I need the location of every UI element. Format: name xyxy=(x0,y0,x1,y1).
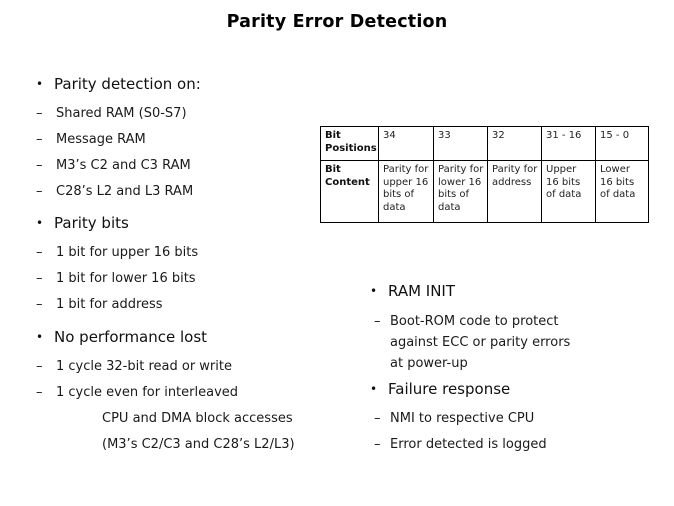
dash-icon: – xyxy=(36,271,43,286)
list-item: – Boot-ROM code to protect against ECC o… xyxy=(370,308,586,374)
page-title: Parity Error Detection xyxy=(226,12,448,32)
table-row-header: Bit Positions xyxy=(320,126,379,161)
section-parity-detection: • Parity detection on: – Shared RAM (S0-… xyxy=(36,74,201,205)
dash-icon: – xyxy=(374,314,381,329)
list-item: – Shared RAM (S0-S7) xyxy=(36,101,201,127)
bullet-heading: No performance lost xyxy=(54,328,208,346)
section-no-performance-lost: • No performance lost – 1 cycle 32-bit r… xyxy=(36,327,295,458)
dash-icon: – xyxy=(36,359,43,374)
list-item-text: C28’s L2 and L3 RAM xyxy=(56,184,194,199)
list-item: – NMI to respective CPU xyxy=(370,406,547,432)
list-item-text: 1 bit for address xyxy=(56,297,163,312)
dash-icon: – xyxy=(36,106,43,121)
sub-item-list: – 1 bit for upper 16 bits – 1 bit for lo… xyxy=(36,240,198,318)
section-ram-init: • RAM INIT – Boot-ROM code to protect ag… xyxy=(370,281,586,374)
bullet-heading-row: • Parity bits xyxy=(36,213,198,233)
section-failure-response: • Failure response – NMI to respective C… xyxy=(370,379,547,458)
table-cell: Parity for upper 16 bits of data xyxy=(378,160,434,223)
table-row: Bit Content Parity for upper 16 bits of … xyxy=(320,160,649,223)
table-row: Bit Positions 34 33 32 31 - 16 15 - 0 xyxy=(320,126,649,161)
continuation-line: (M3’s C2/C3 and C28’s L2/L3) xyxy=(102,437,295,452)
list-item-text: Boot-ROM code to protect against ECC or … xyxy=(390,314,571,371)
table-cell: Lower 16 bits of data xyxy=(595,160,649,223)
dash-icon: – xyxy=(36,132,43,147)
table-cell: 33 xyxy=(433,126,488,161)
table-cell: 31 - 16 xyxy=(541,126,596,161)
list-item: – Error detected is logged xyxy=(370,432,547,458)
continuation-line: CPU and DMA block accesses xyxy=(102,411,293,426)
list-item: – M3’s C2 and C3 RAM xyxy=(36,153,201,179)
table-row-header: Bit Content xyxy=(320,160,379,223)
bullet-heading: Parity bits xyxy=(54,214,129,232)
table-cell: Upper 16 bits of data xyxy=(541,160,596,223)
dash-icon: – xyxy=(36,158,43,173)
list-item-text: 1 cycle even for interleaved xyxy=(56,385,239,400)
list-item: – 1 bit for lower 16 bits xyxy=(36,266,198,292)
dash-icon: – xyxy=(36,245,43,260)
list-item: – C28’s L2 and L3 RAM xyxy=(36,179,201,205)
dash-icon: – xyxy=(36,184,43,199)
dash-icon: – xyxy=(36,297,43,312)
list-item-text: Shared RAM (S0-S7) xyxy=(56,106,187,121)
bullet-icon: • xyxy=(36,330,44,344)
table-cell: Parity for address xyxy=(487,160,542,223)
list-item-text: 1 bit for upper 16 bits xyxy=(56,245,199,260)
sub-item-list: – NMI to respective CPU – Error detected… xyxy=(370,406,547,458)
list-item: – 1 cycle even for interleaved xyxy=(36,380,295,406)
bullet-heading-row: • Parity detection on: xyxy=(36,74,201,94)
bullet-heading-row: • Failure response xyxy=(370,379,547,399)
list-item-text: 1 bit for lower 16 bits xyxy=(56,271,196,286)
bullet-heading-row: • RAM INIT xyxy=(370,281,586,301)
table-cell: 15 - 0 xyxy=(595,126,649,161)
bullet-heading: Failure response xyxy=(388,380,511,398)
dash-icon: – xyxy=(374,437,381,452)
list-item-text: Error detected is logged xyxy=(390,437,547,452)
list-item: – 1 bit for upper 16 bits xyxy=(36,240,198,266)
bullet-heading-row: • No performance lost xyxy=(36,327,295,347)
bit-positions-table: Bit Positions 34 33 32 31 - 16 15 - 0 Bi… xyxy=(320,126,649,223)
table-cell: Parity for lower 16 bits of data xyxy=(433,160,488,223)
list-item: – Message RAM xyxy=(36,127,201,153)
bullet-icon: • xyxy=(36,77,44,91)
list-item: – 1 cycle 32-bit read or write xyxy=(36,354,295,380)
bullet-heading: RAM INIT xyxy=(388,282,456,300)
dash-icon: – xyxy=(36,385,43,400)
bullet-heading: Parity detection on: xyxy=(54,75,201,93)
bullet-icon: • xyxy=(370,382,378,396)
bullet-icon: • xyxy=(36,216,44,230)
list-item-text: NMI to respective CPU xyxy=(390,411,535,426)
table-cell: 32 xyxy=(487,126,542,161)
sub-item-list: – 1 cycle 32-bit read or write – 1 cycle… xyxy=(36,354,295,458)
list-item-text: M3’s C2 and C3 RAM xyxy=(56,158,191,173)
section-parity-bits: • Parity bits – 1 bit for upper 16 bits … xyxy=(36,213,198,318)
sub-item-list: – Boot-ROM code to protect against ECC o… xyxy=(370,308,586,374)
list-item: – 1 bit for address xyxy=(36,292,198,318)
dash-icon: – xyxy=(374,411,381,426)
bullet-icon: • xyxy=(370,284,378,298)
sub-item-list: – Shared RAM (S0-S7) – Message RAM – M3’… xyxy=(36,101,201,205)
list-item-text: Message RAM xyxy=(56,132,146,147)
table-cell: 34 xyxy=(378,126,434,161)
list-item-text: 1 cycle 32-bit read or write xyxy=(56,359,232,374)
